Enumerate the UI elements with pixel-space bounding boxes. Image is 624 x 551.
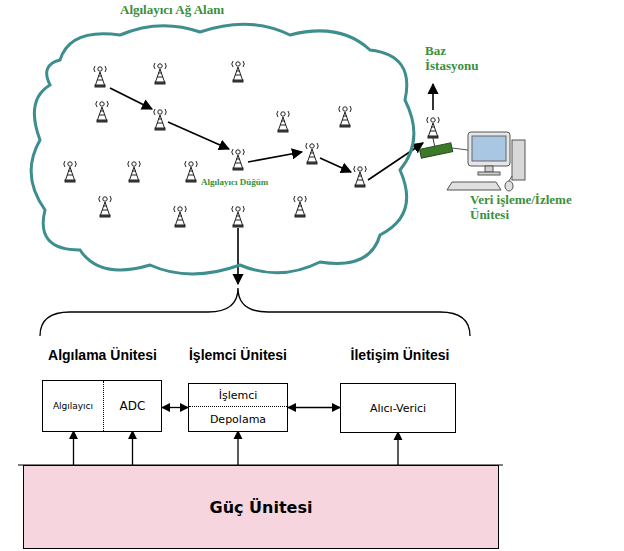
cloud-path xyxy=(31,24,414,274)
sensor-icon xyxy=(185,161,198,182)
unit-group: İşlemci ÜnitesiİşlemciDepolama xyxy=(178,345,298,435)
component-box: Depolama xyxy=(189,407,287,431)
curly-brace xyxy=(40,288,470,336)
power-label: Güç Ünitesi xyxy=(210,498,313,517)
component-box: Algılayıcı xyxy=(43,381,104,431)
unit-frame: Algılayıcı ADC xyxy=(42,380,162,432)
sensor-icon xyxy=(294,196,307,217)
component-label: İşlemci xyxy=(219,389,258,402)
sensor-icon xyxy=(232,206,245,227)
green-label: Veri işleme/İzleme Ünitesi xyxy=(470,193,606,223)
component-label: ADC xyxy=(120,399,146,413)
unit-group: İletişim ÜnitesiAlıcı-Verici xyxy=(330,345,470,435)
connector-arrow xyxy=(288,407,340,408)
sensor-icon xyxy=(277,111,290,132)
sensor-icon xyxy=(154,109,167,130)
component-label: Algılayıcı xyxy=(53,401,93,411)
green-label: Algılayıcı Düğüm xyxy=(201,177,291,187)
component-label: Depolama xyxy=(210,413,266,426)
sensor-icon xyxy=(232,149,245,170)
cloud-outline xyxy=(28,0,420,282)
component-label: Alıcı-Verici xyxy=(370,402,426,415)
connector-arrow xyxy=(162,407,188,408)
sensor-icon xyxy=(339,106,352,127)
power-unit-box: Güç Ünitesi xyxy=(23,465,499,549)
cloud-title: Algılayıcı Ağ Alanı xyxy=(120,2,224,18)
unit-frame: İşlemciDepolama xyxy=(188,383,288,432)
sensor-icon xyxy=(128,161,141,182)
hop-arrows xyxy=(110,84,433,284)
unit-frame: Alıcı-Verici xyxy=(340,383,456,433)
component-box: İşlemci xyxy=(189,384,287,407)
component-box: Alıcı-Verici xyxy=(341,384,455,432)
sensor-icon xyxy=(427,117,440,138)
sensor-icon xyxy=(232,61,245,82)
sensor-icon xyxy=(154,63,167,84)
unit-heading: İletişim Ünitesi xyxy=(330,347,470,363)
unit-group: Algılama ÜnitesiAlgılayıcı ADC xyxy=(30,345,175,435)
green-label: Baz İstasyonu xyxy=(425,44,497,74)
connector-arrow xyxy=(73,431,74,465)
sensor-field-cloud: Algılayıcı Ağ Alanı xyxy=(28,0,420,282)
unit-heading: İşlemci Ünitesi xyxy=(178,347,298,363)
sensor-icon xyxy=(99,196,112,217)
computer-icon xyxy=(420,132,525,191)
sensor-icons xyxy=(64,61,440,227)
connector-arrow xyxy=(132,431,133,465)
connector-arrow xyxy=(237,431,238,465)
sensor-icon xyxy=(306,143,319,164)
connector-arrow xyxy=(397,432,398,465)
sensor-icon xyxy=(94,66,107,87)
sensor-icon xyxy=(354,166,367,187)
sensor-icon xyxy=(174,206,187,227)
component-box: ADC xyxy=(104,381,161,431)
unit-heading: Algılama Ünitesi xyxy=(30,347,175,363)
sensor-icon xyxy=(96,101,109,122)
sensor-icon xyxy=(64,161,77,182)
